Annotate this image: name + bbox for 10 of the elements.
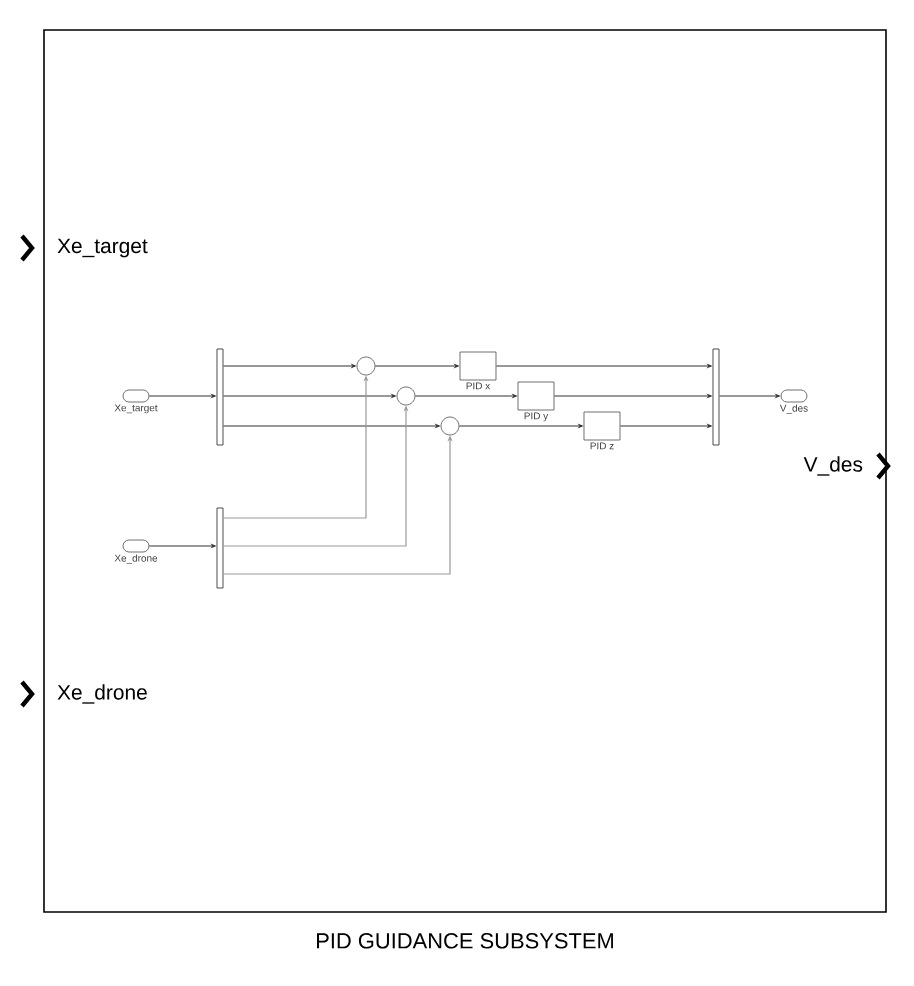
node-label: PID GUIDANCE SUBSYSTEM [317, 933, 613, 949]
sum-circle [356, 356, 376, 376]
sum-circle [440, 416, 460, 436]
sum-circle [396, 386, 416, 406]
mux-bar [216, 507, 224, 589]
port-label: Xe_target [57, 238, 148, 258]
port-label: Xe_drone [57, 684, 147, 704]
mux-bar [712, 348, 720, 446]
mux-bar [216, 348, 224, 446]
port-label: V_des [803, 456, 863, 476]
